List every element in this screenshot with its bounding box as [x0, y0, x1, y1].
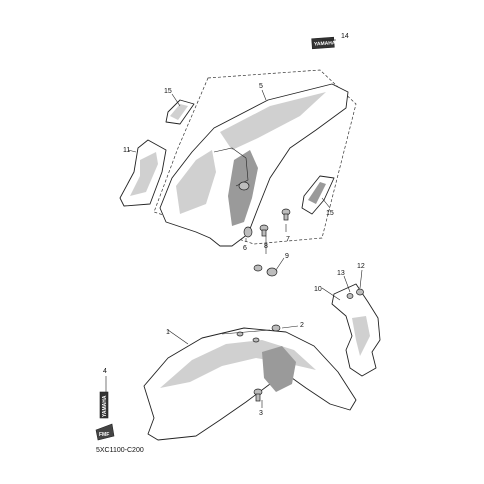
callout-3: 3 — [259, 410, 263, 417]
nut-9 — [266, 267, 278, 277]
leader-lines — [105, 39, 363, 408]
rear-fender-group: YAMAHA — [119, 36, 357, 277]
callout-5: 5 — [259, 83, 263, 90]
callout-7: 7 — [286, 236, 290, 243]
collar-6 — [243, 226, 253, 238]
callout-8: 8 — [264, 243, 268, 250]
callout-12: 12 — [357, 263, 365, 270]
callout-13: 13 — [337, 270, 345, 277]
bolt-2 — [271, 324, 281, 332]
part-code: 5XC1100-C200 — [96, 447, 144, 454]
callout-4: 4 — [103, 368, 107, 375]
bolt-8 — [259, 224, 269, 237]
callout-1: 1 — [166, 329, 170, 336]
decal-14-text: YAMAHA — [314, 40, 336, 48]
callout-2: 2 — [300, 322, 304, 329]
bolt-3 — [253, 388, 263, 402]
callout-9: 9 — [285, 253, 289, 260]
fmf-badge: FMF — [95, 423, 115, 441]
washer-9b — [253, 264, 263, 272]
badge-text: FMF — [99, 432, 109, 438]
callout-6: 6 — [243, 245, 247, 252]
callout-numbers: 1 2 3 4 5 6 7 8 9 10 11 12 13 14 15 15 — [103, 33, 365, 417]
decal-4-text: YAMAHA — [102, 395, 108, 417]
mud-flap-group — [331, 283, 381, 377]
callout-11: 11 — [123, 147, 130, 154]
callout-14: 14 — [341, 33, 349, 40]
callout-10: 10 — [314, 286, 322, 293]
callout-15-left: 15 — [164, 88, 172, 95]
bolt-7 — [281, 208, 291, 221]
front-fender-group: YAMAHA FMF — [95, 324, 357, 441]
bolt-12 — [356, 288, 364, 296]
front-fender-1 — [143, 327, 357, 441]
assembly-dashed-box — [153, 69, 357, 245]
callout-15-right: 15 — [326, 210, 334, 217]
yamaha-decal-4 — [99, 391, 109, 419]
nut-13 — [346, 293, 354, 299]
